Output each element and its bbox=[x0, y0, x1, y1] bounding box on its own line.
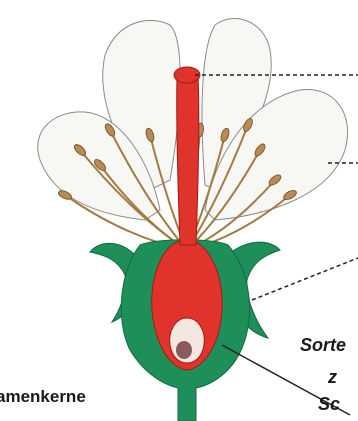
ovule bbox=[176, 341, 192, 359]
label-variety-line3: Sc bbox=[318, 395, 340, 413]
style bbox=[177, 75, 199, 245]
leader-sepal bbox=[252, 258, 358, 300]
label-variety-line2: z bbox=[328, 368, 337, 386]
label-variety: Sorte bbox=[300, 336, 346, 354]
label-seed-kernel: amenkerne bbox=[0, 388, 86, 405]
